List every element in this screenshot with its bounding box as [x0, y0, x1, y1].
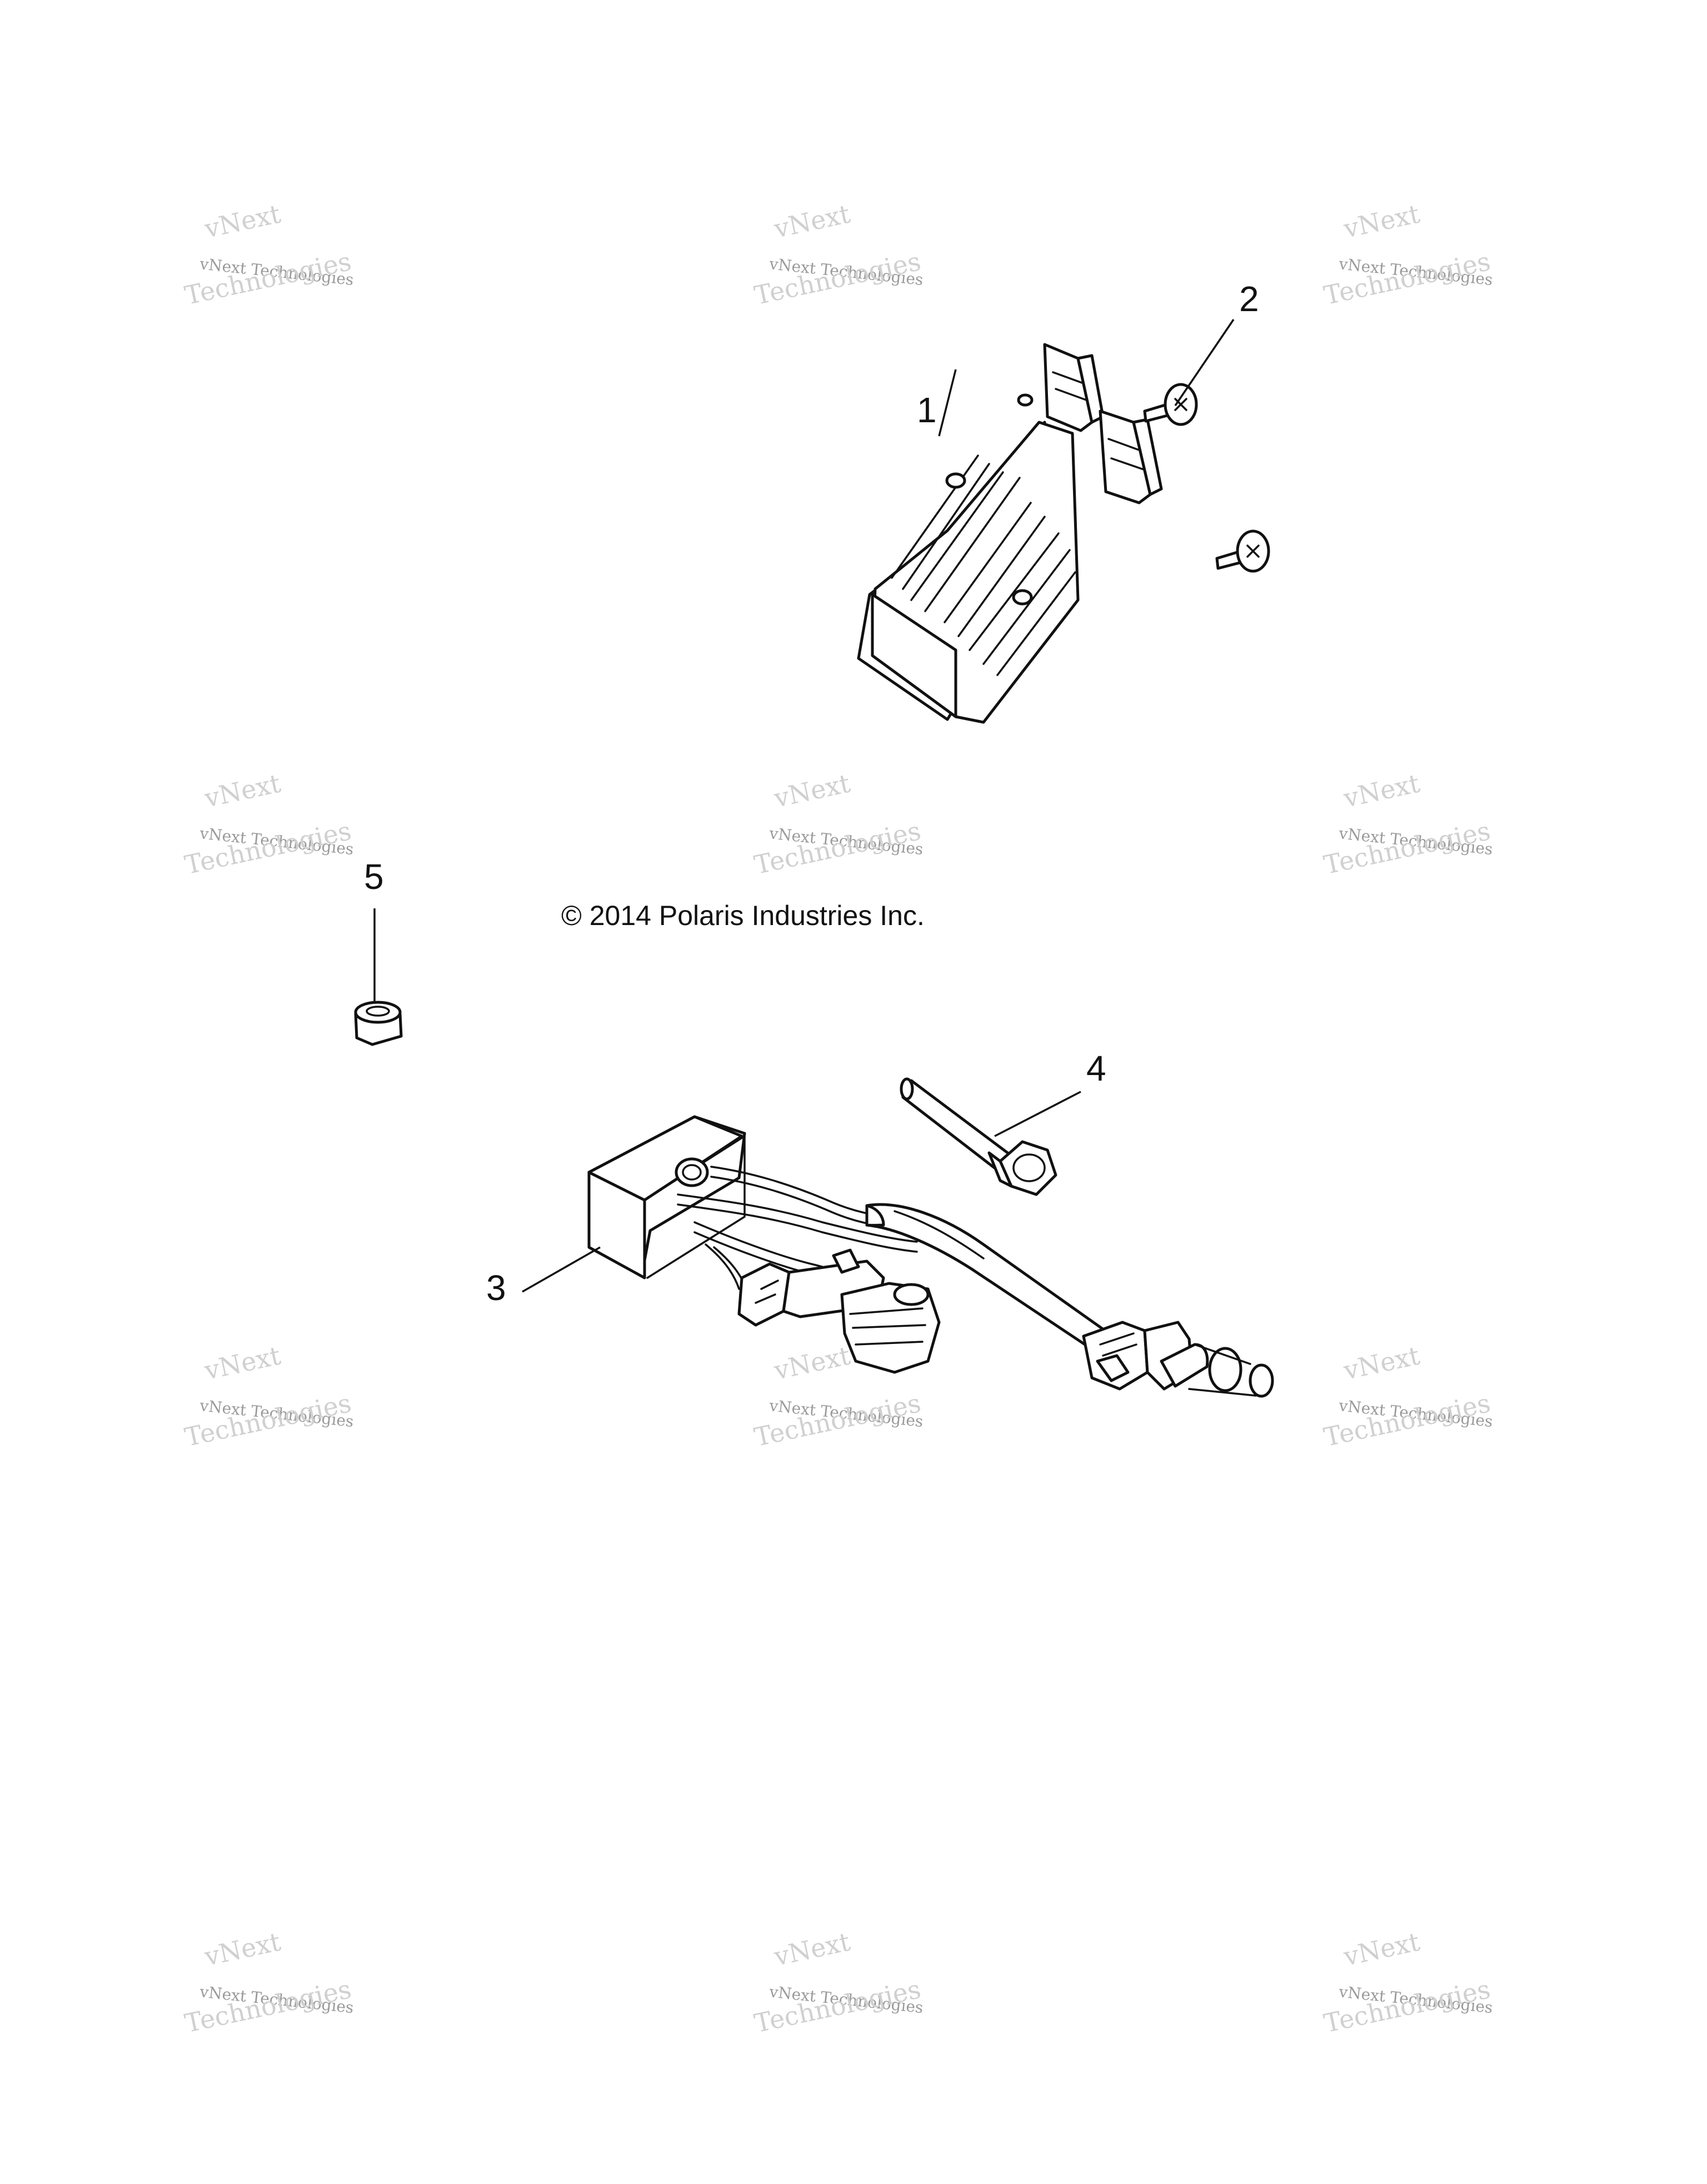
watermark-brand: vNext — [1341, 198, 1423, 244]
mounting-hole — [945, 472, 966, 489]
left-connector — [737, 1248, 941, 1374]
watermark: vNext vNext Technologies Technologies — [1321, 768, 1494, 880]
screw — [1143, 383, 1198, 426]
watermark-brand: vNext — [1341, 1926, 1423, 1972]
watermark: vNext vNext Technologies Technologies — [752, 198, 924, 311]
screw — [1215, 529, 1270, 573]
watermark-brand: vNext — [202, 198, 284, 244]
callout-1: 1 — [917, 390, 937, 430]
callout-3: 3 — [486, 1268, 506, 1308]
watermark-brand: vNext — [202, 1926, 284, 1972]
mounting-hole — [1017, 393, 1034, 407]
watermark: vNext vNext Technologies Technologies — [1321, 1340, 1494, 1452]
watermark-brand: vNext — [771, 198, 854, 244]
watermark: vNext vNext Technologies Technologies — [182, 1340, 355, 1452]
leader-3 — [522, 1246, 601, 1293]
callout-4: 4 — [1086, 1048, 1106, 1088]
leader-lines — [373, 319, 1235, 1293]
watermark-brand: vNext — [1341, 768, 1423, 813]
mounting-hole — [1012, 589, 1033, 606]
watermark-brand: vNext — [202, 768, 284, 813]
watermark-brand: vNext — [771, 1340, 854, 1386]
watermark: vNext vNext Technologies Technologies — [182, 768, 355, 880]
watermark: vNext vNext Technologies Technologies — [182, 198, 355, 311]
heatsink-fins — [891, 454, 1076, 676]
leader-1 — [938, 369, 957, 437]
watermark: vNext vNext Technologies Technologies — [182, 1926, 355, 2038]
bolt-part[interactable] — [900, 1077, 1057, 1196]
watermark-layer: vNext vNext Technologies Technologies vN… — [182, 198, 1494, 2038]
watermark-brand: vNext — [1341, 1340, 1423, 1386]
watermark-brand: vNext — [202, 1340, 284, 1386]
leader-4 — [994, 1091, 1081, 1137]
leader-2 — [1174, 319, 1235, 406]
watermark-brand: vNext — [771, 768, 854, 813]
right-connector — [1082, 1321, 1274, 1398]
watermark-brand: vNext — [771, 1926, 854, 1972]
copyright-text: © 2014 Polaris Industries Inc. — [561, 900, 925, 931]
watermark: vNext vNext Technologies Technologies — [752, 1926, 924, 2038]
callout-5: 5 — [364, 857, 384, 897]
module-harness-part[interactable] — [587, 1115, 1274, 1398]
screw-part[interactable] — [1143, 383, 1270, 573]
watermark: vNext vNext Technologies Technologies — [1321, 198, 1494, 311]
voltage-regulator-part[interactable] — [857, 343, 1163, 724]
watermark: vNext vNext Technologies Technologies — [752, 768, 924, 880]
regulator-connectors — [1043, 343, 1163, 504]
callout-2: 2 — [1239, 279, 1259, 319]
nut-part[interactable] — [354, 1001, 403, 1046]
watermark: vNext vNext Technologies Technologies — [1321, 1926, 1494, 2038]
